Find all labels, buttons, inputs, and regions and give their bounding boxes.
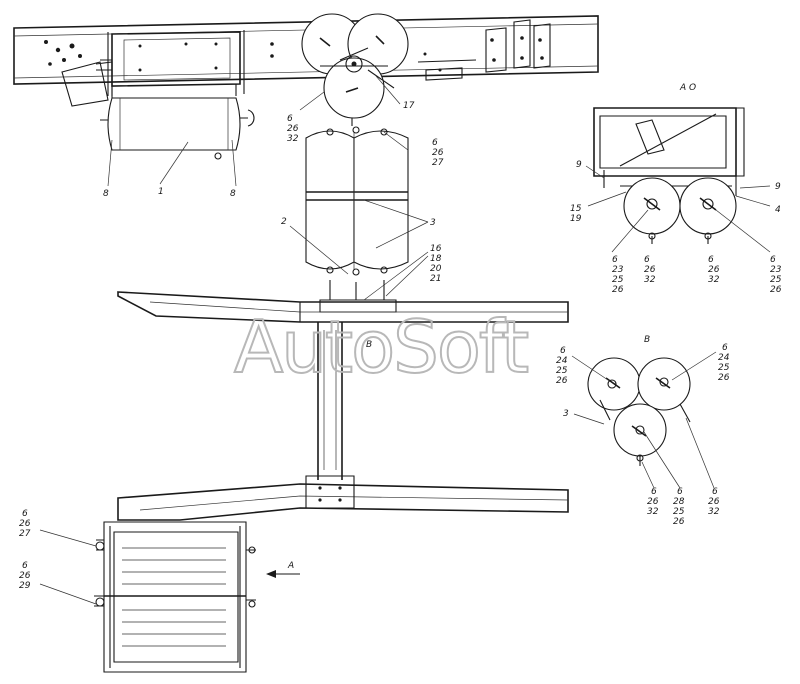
leader-vb-6-26-32-left <box>641 461 655 489</box>
callout-6-26-27-mid: 6 26 27 <box>432 138 446 168</box>
watermark: AutoSoft <box>234 305 528 389</box>
callout-16-18-20-21: 16 18 20 21 <box>430 244 444 284</box>
receiver-double-center <box>305 126 409 313</box>
callout-vb-6-26-32-left: 6 26 32 <box>647 487 661 517</box>
callout-bl-6-26-29: 6 26 29 <box>19 561 33 591</box>
leader-vb-6-28-25-26 <box>643 431 681 489</box>
view-b-assembly <box>587 357 691 466</box>
callout-17: 17 <box>403 101 415 111</box>
callout-va-6-26-32-a: 6 26 32 <box>644 255 658 285</box>
leader-vb-6-26-32-right <box>685 417 715 489</box>
leader-va-left <box>611 209 649 253</box>
receiver-bracket-top-left <box>61 30 245 107</box>
callout-va-15-19: 15 19 <box>570 204 584 224</box>
leader-vb-left <box>571 355 609 381</box>
leader-va-4 <box>735 195 771 207</box>
receiver-block-bottom-left <box>94 521 256 673</box>
callout-vb-6-26-32-right: 6 26 32 <box>708 487 722 517</box>
callout-vb-6-24-25-26-left: 6 24 25 26 <box>556 346 570 386</box>
leader-va-9-right <box>739 185 771 189</box>
section-mark-b: B <box>366 340 372 350</box>
callout-top-6-26-32: 6 26 32 <box>287 114 301 144</box>
callout-va-9-left: 9 <box>576 160 582 170</box>
leader-va-right <box>715 209 771 253</box>
callout-vb-6-24-25-26-right: 6 24 25 26 <box>718 343 732 383</box>
callout-vb-3: 3 <box>563 409 569 419</box>
callout-va-6-23-25-26-left: 6 23 25 26 <box>612 255 626 295</box>
view-a-header: A O <box>679 83 696 93</box>
leader-vb-3 <box>573 413 605 425</box>
leader-3-mid <box>363 199 429 249</box>
callout-2: 2 <box>281 217 287 227</box>
leader-6-26-27-mid <box>383 131 409 151</box>
leader-va-15-19 <box>587 191 627 207</box>
middle-frame <box>117 291 569 521</box>
leader-2 <box>289 225 349 275</box>
callout-va-6-23-25-26-right: 6 23 25 26 <box>770 255 784 295</box>
leader-vb-right <box>671 351 717 381</box>
callout-va-9-right: 9 <box>775 182 781 192</box>
callout-8-left: 8 <box>103 189 109 199</box>
callout-leaders-top-left <box>107 139 237 187</box>
receiver-cluster-top <box>301 13 409 126</box>
view-arrow-a-label: A <box>287 561 294 571</box>
leader-16-18-20-21 <box>363 251 429 301</box>
callout-vb-6-28-25-26: 6 28 25 26 <box>673 487 687 527</box>
callout-3-mid: 3 <box>430 218 436 228</box>
view-arrow-a <box>266 570 300 578</box>
callout-va-6-26-32-b: 6 26 32 <box>708 255 722 285</box>
receiver-1 <box>100 84 255 160</box>
callout-8-right: 8 <box>230 189 236 199</box>
leader-top-6-26-32 <box>299 91 325 111</box>
view-a-assembly <box>593 107 745 244</box>
view-b-header: B <box>644 335 650 345</box>
leader-bl-6-26-27 <box>39 529 97 547</box>
leader-va-9-left <box>585 165 605 179</box>
leader-17 <box>375 75 401 105</box>
callout-1: 1 <box>158 187 164 197</box>
leader-bl-6-26-29 <box>39 583 97 605</box>
callout-bl-6-26-27: 6 26 27 <box>19 509 33 539</box>
callout-va-4: 4 <box>775 205 781 215</box>
